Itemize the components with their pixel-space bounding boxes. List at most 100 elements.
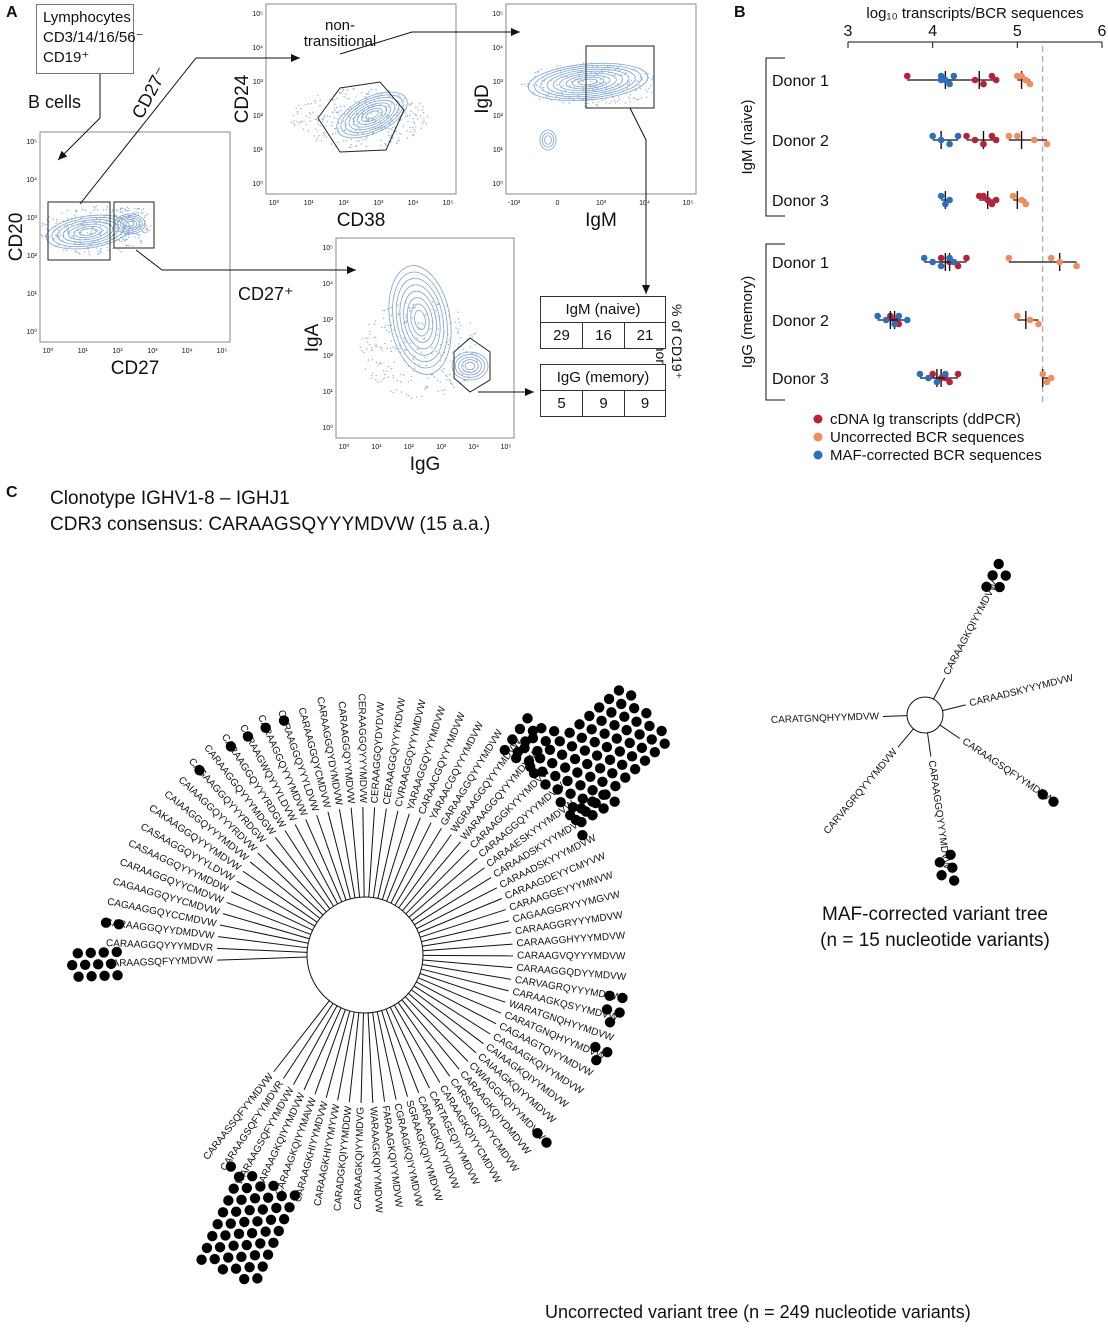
variant-count-dot: [641, 707, 652, 719]
y-tick-label: 10²: [493, 113, 504, 120]
event-dot: [367, 359, 370, 361]
event-dot: [449, 379, 451, 382]
event-dot: [314, 102, 317, 104]
density-contour: [458, 356, 482, 376]
event-dot: [379, 121, 382, 124]
tree-branch: [222, 913, 310, 940]
y-tick-label: 10¹: [27, 291, 38, 298]
event-dot: [395, 131, 398, 133]
variant-count-dot: [579, 745, 591, 756]
event-dot: [447, 343, 450, 346]
data-point: [946, 378, 953, 386]
event-dot: [332, 133, 334, 135]
data-point: [946, 254, 953, 262]
variant-count-dot: [236, 1194, 247, 1206]
event-dot: [99, 225, 102, 228]
event-dot: [462, 348, 465, 351]
event-dot: [115, 215, 118, 217]
cd27-neg-gate: [47, 201, 111, 261]
arrow-to-igg-table: [478, 388, 534, 396]
arrow-head: [58, 150, 68, 160]
event-dot: [83, 225, 86, 227]
data-point: [1047, 374, 1055, 382]
event-dot: [638, 98, 640, 100]
y-tick-label: 10⁵: [252, 11, 263, 18]
event-dot: [379, 144, 382, 147]
event-dot: [356, 132, 359, 135]
leaf-label: CARVAGRQYYYMDVW: [822, 746, 900, 836]
event-dot: [382, 309, 384, 312]
event-dot: [414, 114, 417, 116]
event-dot: [135, 211, 137, 213]
variant-count-dot: [614, 1007, 625, 1018]
event-dot: [146, 231, 148, 233]
event-dot: [473, 333, 475, 336]
event-dot: [410, 375, 413, 378]
density-contour: [62, 221, 114, 243]
event-dot: [334, 109, 336, 112]
event-dot: [67, 218, 69, 220]
tree-root-arc: [306, 896, 424, 1014]
event-dot: [320, 140, 323, 142]
naive-gate: [585, 45, 655, 109]
tree-branch: [411, 867, 485, 922]
event-dot: [412, 303, 414, 306]
variant-count-dot: [257, 1204, 269, 1215]
event-dot: [121, 207, 124, 209]
variant-count-dot: [607, 768, 618, 779]
y-tick-label: 10¹: [493, 147, 504, 154]
event-dot: [343, 129, 345, 132]
event-dot: [605, 87, 607, 89]
data-point: [1014, 132, 1021, 140]
data-point: [1005, 254, 1013, 262]
data-point: [946, 140, 953, 148]
event-dot: [142, 208, 145, 210]
variant-count-dot: [547, 758, 558, 769]
igg-memory-donor2: 9: [582, 390, 625, 417]
event-dot: [408, 395, 410, 397]
density-contour: [546, 68, 630, 96]
variant-count-dot: [244, 1261, 255, 1273]
tree-branch: [294, 824, 339, 905]
leaf-label: CARAAGGQYYYMDVR: [106, 938, 214, 954]
event-dot: [407, 120, 409, 123]
event-dot: [373, 323, 376, 325]
event-dot: [142, 231, 145, 234]
event-dot: [357, 113, 359, 115]
event-dot: [604, 67, 606, 69]
event-dot: [79, 253, 81, 255]
tree-branch: [389, 1006, 430, 1089]
event-dot: [410, 131, 412, 133]
event-dot: [99, 248, 102, 251]
variant-count-dot: [597, 776, 608, 787]
event-dot: [108, 249, 110, 252]
panel-c-label: C: [6, 484, 18, 501]
variant-count-dot: [587, 785, 598, 796]
event-dot: [461, 374, 464, 376]
event-dot: [111, 211, 113, 213]
event-dot: [625, 72, 627, 74]
event-dot: [127, 236, 130, 238]
event-dot: [540, 68, 542, 71]
variant-count-dot: [548, 726, 560, 737]
event-dot: [314, 99, 316, 102]
event-dot: [69, 233, 71, 235]
event-dot: [372, 372, 374, 374]
igm-naive-header: IgM (naive): [540, 296, 666, 323]
tree-branch: [249, 861, 321, 919]
variant-count-dot: [540, 779, 551, 790]
event-dot: [293, 120, 295, 122]
tree-branch: [226, 901, 311, 935]
variant-count-dot: [626, 751, 638, 762]
event-dot: [367, 93, 369, 95]
event-dot: [381, 362, 383, 365]
non-transitional-gate: [317, 81, 405, 153]
arrow-to-igd-plot: [339, 28, 520, 55]
density-contour: [125, 220, 135, 228]
event-dot: [392, 346, 394, 348]
data-point: [1035, 320, 1042, 328]
event-dot: [417, 109, 419, 111]
event-dot: [413, 134, 415, 136]
variant-count-dot: [217, 1264, 229, 1275]
tree-branch: [422, 954, 514, 957]
